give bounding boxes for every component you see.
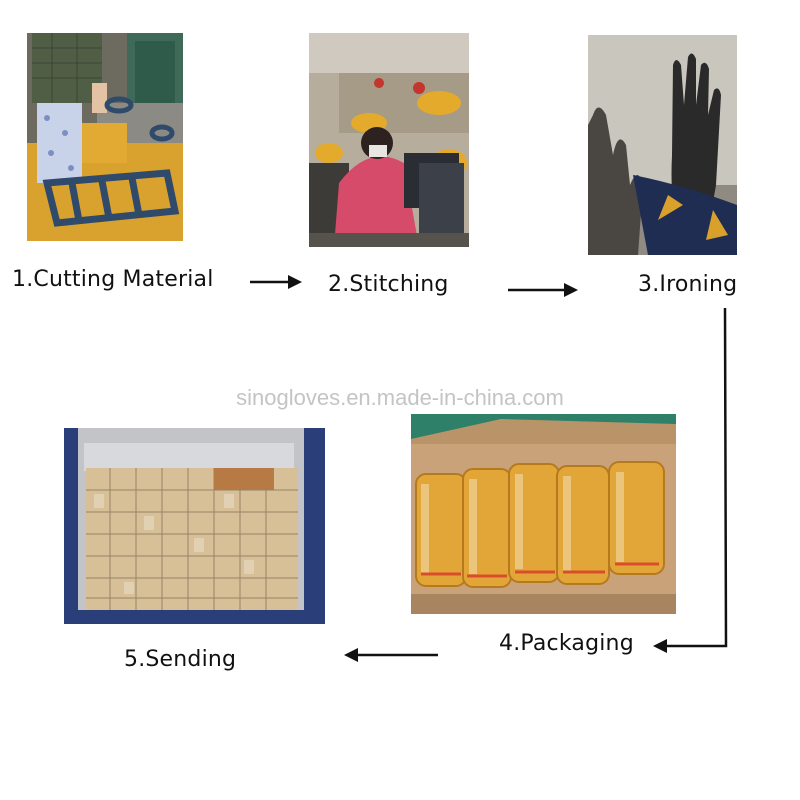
step-label-sending: 5.Sending [124, 647, 237, 672]
arrowhead-4 [344, 648, 358, 662]
watermark-text: sinogloves.en.made-in-china.com [236, 385, 564, 410]
arrowhead-3 [653, 639, 667, 653]
sending-photo [64, 428, 325, 624]
arrowhead-2 [564, 283, 578, 297]
ironing-photo [588, 35, 737, 255]
step-label-stitching: 2.Stitching [328, 272, 449, 297]
stitching-photo [309, 33, 469, 247]
cutting-material-photo [27, 33, 183, 241]
step-label-cutting-material: 1.Cutting Material [12, 267, 214, 292]
arrowhead-1 [288, 275, 302, 289]
packaging-photo [411, 414, 676, 614]
step-label-packaging: 4.Packaging [499, 631, 634, 656]
arrow-ironing-to-packaging [662, 307, 728, 648]
step-label-ironing: 3.Ironing [638, 272, 738, 297]
